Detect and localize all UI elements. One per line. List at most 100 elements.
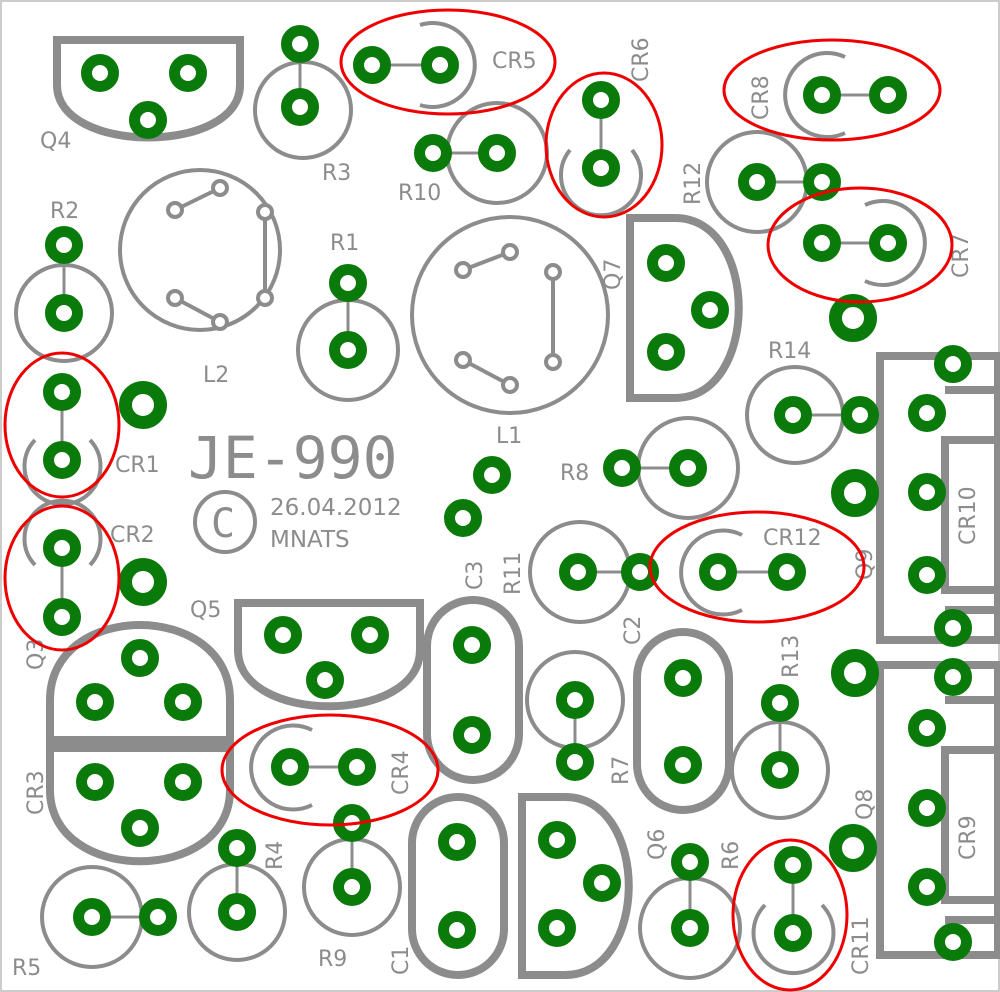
solder-pad	[438, 823, 476, 861]
solder-pad	[669, 449, 707, 487]
via-pad	[166, 201, 184, 219]
label-r6: R6	[719, 841, 744, 870]
solder-pad	[869, 224, 907, 262]
l1-outline	[410, 215, 610, 415]
solder-pad	[621, 553, 659, 591]
highlight-cr6	[544, 71, 664, 219]
highlight-cr4	[220, 713, 440, 827]
label-l2: L2	[203, 363, 229, 388]
label-cr8: CR8	[749, 75, 774, 120]
solder-pad	[774, 396, 812, 434]
highlight-cr12	[648, 510, 866, 624]
cr6-outline	[559, 148, 643, 218]
solder-pad	[473, 456, 511, 494]
solder-pad	[699, 553, 737, 591]
q6-outline	[518, 793, 633, 979]
solder-pad	[264, 616, 302, 654]
cr4-outline	[249, 723, 313, 812]
solder-pad	[271, 748, 309, 786]
solder-pad	[81, 54, 119, 92]
solder-pad	[691, 291, 729, 329]
board-title: JE-990	[188, 424, 398, 492]
highlight-cr5	[339, 8, 557, 116]
via-pad	[166, 289, 184, 307]
solder-pad	[121, 639, 159, 677]
solder-pad	[761, 684, 799, 722]
component-labels: Q4R3CR5R10CR6CR8R12CR7R2R1L2L1Q7CR1R14R8…	[12, 37, 981, 981]
solder-pad	[671, 843, 709, 881]
cr1-outline	[22, 438, 103, 507]
label-r4: R4	[263, 841, 288, 870]
board-date: 26.04.2012	[270, 495, 402, 521]
label-q9: Q9	[853, 549, 878, 580]
label-r8: R8	[560, 461, 589, 486]
solder-pad	[43, 441, 81, 479]
solder-pad	[934, 923, 972, 961]
solder-pad	[43, 529, 81, 567]
solder-pad	[45, 294, 83, 332]
solder-pad	[664, 746, 702, 784]
q5-outline	[234, 599, 424, 711]
via-pad	[211, 313, 229, 331]
highlight-cr8	[722, 38, 942, 142]
label-c2: C2	[621, 616, 646, 645]
solder-pad	[829, 824, 877, 872]
solder-pad	[934, 345, 972, 383]
label-r14: R14	[768, 339, 811, 364]
solder-pad	[647, 244, 685, 282]
solder-pad	[538, 909, 576, 947]
solder-pad	[841, 396, 879, 434]
solder-pad	[647, 333, 685, 371]
label-q7: Q7	[601, 259, 626, 290]
via-pad	[501, 243, 519, 261]
solder-pad	[803, 224, 841, 262]
solder-pad	[582, 149, 620, 187]
label-r5: R5	[12, 956, 41, 981]
highlight-cr11	[731, 838, 849, 992]
label-cr2: CR2	[110, 523, 155, 548]
solder-pad	[583, 864, 621, 902]
solder-pad	[218, 893, 256, 931]
label-r10: R10	[398, 181, 441, 206]
highlight-rings	[3, 8, 954, 992]
label-r3: R3	[322, 161, 351, 186]
solder-pad	[908, 789, 946, 827]
solder-pad	[831, 469, 879, 517]
solder-pad	[43, 373, 81, 411]
cr2-outline	[22, 498, 103, 567]
solder-pad	[908, 556, 946, 594]
solder-pad	[774, 914, 812, 952]
solder-pad	[164, 763, 202, 801]
solder-pad	[453, 626, 491, 664]
cr7-outline	[864, 199, 927, 287]
solder-pad	[351, 616, 389, 654]
solder-pad	[164, 683, 202, 721]
label-r12: R12	[681, 162, 706, 205]
solder-pad	[43, 598, 81, 636]
cr11-outline	[751, 903, 836, 976]
c1-outline	[408, 793, 508, 979]
label-q4: Q4	[40, 129, 71, 154]
solder-pad	[738, 163, 776, 201]
solder-pad	[869, 76, 907, 114]
solder-pad	[45, 226, 83, 264]
label-cr6: CR6	[629, 37, 654, 82]
label-r13: R13	[779, 635, 804, 678]
solder-pad	[908, 868, 946, 906]
label-cr12: CR12	[763, 526, 822, 551]
solder-pad	[908, 394, 946, 432]
solder-pad	[831, 649, 879, 697]
solder-pad	[333, 868, 371, 906]
solder-pad	[559, 553, 597, 591]
solder-pad	[169, 54, 207, 92]
solder-pad	[603, 449, 641, 487]
solder-pad	[329, 264, 367, 302]
l2-outline	[118, 168, 282, 332]
solder-pad	[139, 898, 177, 936]
via-pad	[256, 289, 274, 307]
solder-pad	[664, 659, 702, 697]
label-cr1: CR1	[115, 453, 160, 478]
solder-pad	[671, 909, 709, 947]
highlight-cr1	[3, 351, 121, 499]
